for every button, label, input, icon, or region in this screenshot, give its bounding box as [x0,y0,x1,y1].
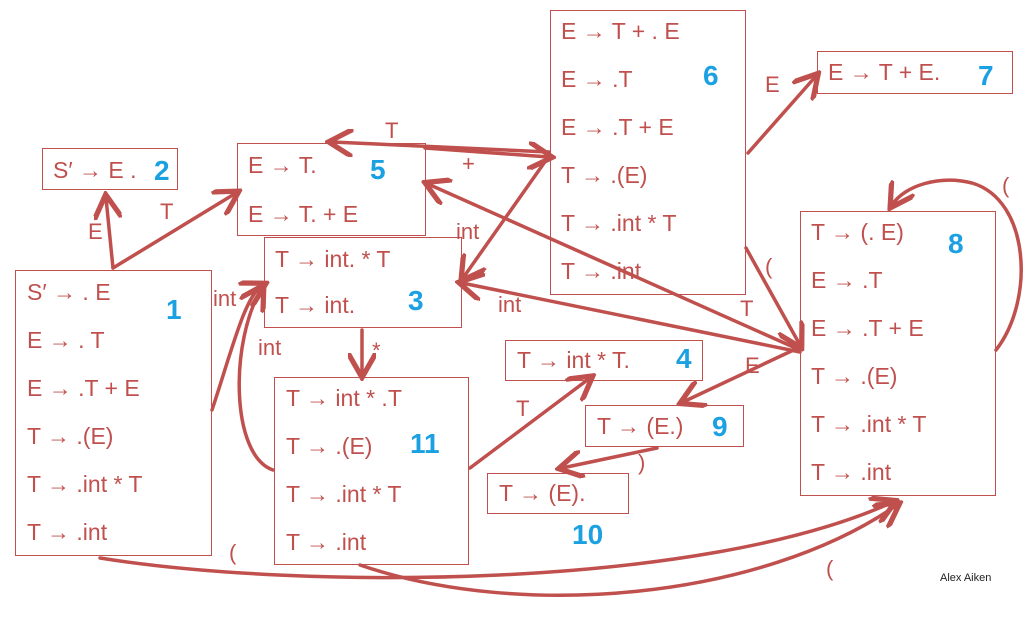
state-10-box [487,473,629,514]
state-number: 8 [948,228,964,259]
state-9-box [585,405,744,447]
item-text: T → (E). [499,480,586,506]
state-number: 1 [166,294,182,325]
edge-1-2 [106,198,113,270]
edge-8-3 [462,283,802,354]
edge-label: E [88,219,103,244]
state-1-box [15,270,212,556]
item-text: T → .(E) [27,423,114,449]
edge-label: int [213,286,237,311]
edge-label: * [372,338,381,363]
item-text: E → .T + E [27,375,140,401]
edge-label: ) [638,450,646,475]
state-number: 9 [712,411,728,442]
item-text: T → int. [275,292,356,318]
edge-9-10 [562,446,659,468]
edge-11-3 [237,288,275,472]
state-4-box [505,340,703,381]
state-3-box [264,237,462,328]
edge-1-8 [98,502,893,580]
item-text: T → .int * T [561,210,677,236]
state-number: 11 [410,428,440,459]
edge-1-5 [111,193,236,270]
edge-6-7 [746,76,816,155]
edge-5-6 [423,148,549,157]
state-number: 2 [154,155,170,186]
edge-label: + [462,151,475,176]
item-text: E → .T [811,267,883,293]
item-text: T → (. E) [811,219,904,245]
edge-label: ( [765,254,773,279]
edge-8-5 [428,184,802,352]
item-text: T → int * .T [286,385,402,411]
state-8-box [800,211,996,496]
edge-11-4 [468,378,590,470]
state-7-box [817,51,1013,94]
edge-label: E [745,353,760,378]
item-text: T → .int * T [286,481,402,507]
item-text: S′ → E . [53,157,137,183]
item-text: T → .int * T [27,471,143,497]
edge-label: ( [1002,173,1010,198]
item-text: E → . T [27,327,105,353]
state-number: 6 [703,60,719,91]
state-2-box [42,148,178,190]
item-text: T → .int [286,529,367,555]
author-credit: Alex Aiken [940,572,992,584]
edge-label: ( [826,556,834,581]
edge-label: ( [229,540,237,565]
item-text: T → .(E) [811,363,898,389]
edge-label: T [160,199,174,224]
item-text: T → .(E) [286,433,373,459]
edge-8-9 [683,345,802,402]
state-number: 10 [572,519,604,550]
item-text: E → T + . E [561,18,680,44]
item-text: T → .int [27,519,108,545]
item-text: E → T. [248,152,317,178]
item-text: T → .int [811,459,892,485]
item-text: E → .T + E [561,114,674,140]
state-5-box [237,143,426,236]
item-text: T → .int [561,258,642,284]
edge-11-8 [358,505,897,597]
item-text: E → T + E. [828,59,941,85]
item-text: T → .(E) [561,162,648,188]
state-6-box [550,10,746,295]
item-text: T → .int * T [811,411,927,437]
edge-label: int [498,292,522,317]
edge-label: T [385,118,399,143]
item-text: E → T. + E [248,201,359,227]
edge-label: T [740,296,754,321]
edge-6-8 [744,246,800,345]
edge-8-8 [892,178,1023,352]
item-text: S′ → . E [27,279,111,305]
state-number: 7 [978,60,994,91]
edge-label: E [765,72,780,97]
item-text: T → int. * T [275,246,391,272]
edge-label: int [258,335,282,360]
item-text: T → (E.) [597,413,684,439]
edge-label: int [456,219,480,244]
state-11-box [274,377,469,565]
state-number: 5 [370,154,386,185]
item-text: T → int * T. [517,347,630,373]
edge-label: T [516,396,530,421]
item-text: E → .T [561,66,633,92]
state-number: 4 [676,343,692,374]
state-number: 3 [408,285,424,316]
item-text: E → .T + E [811,315,924,341]
